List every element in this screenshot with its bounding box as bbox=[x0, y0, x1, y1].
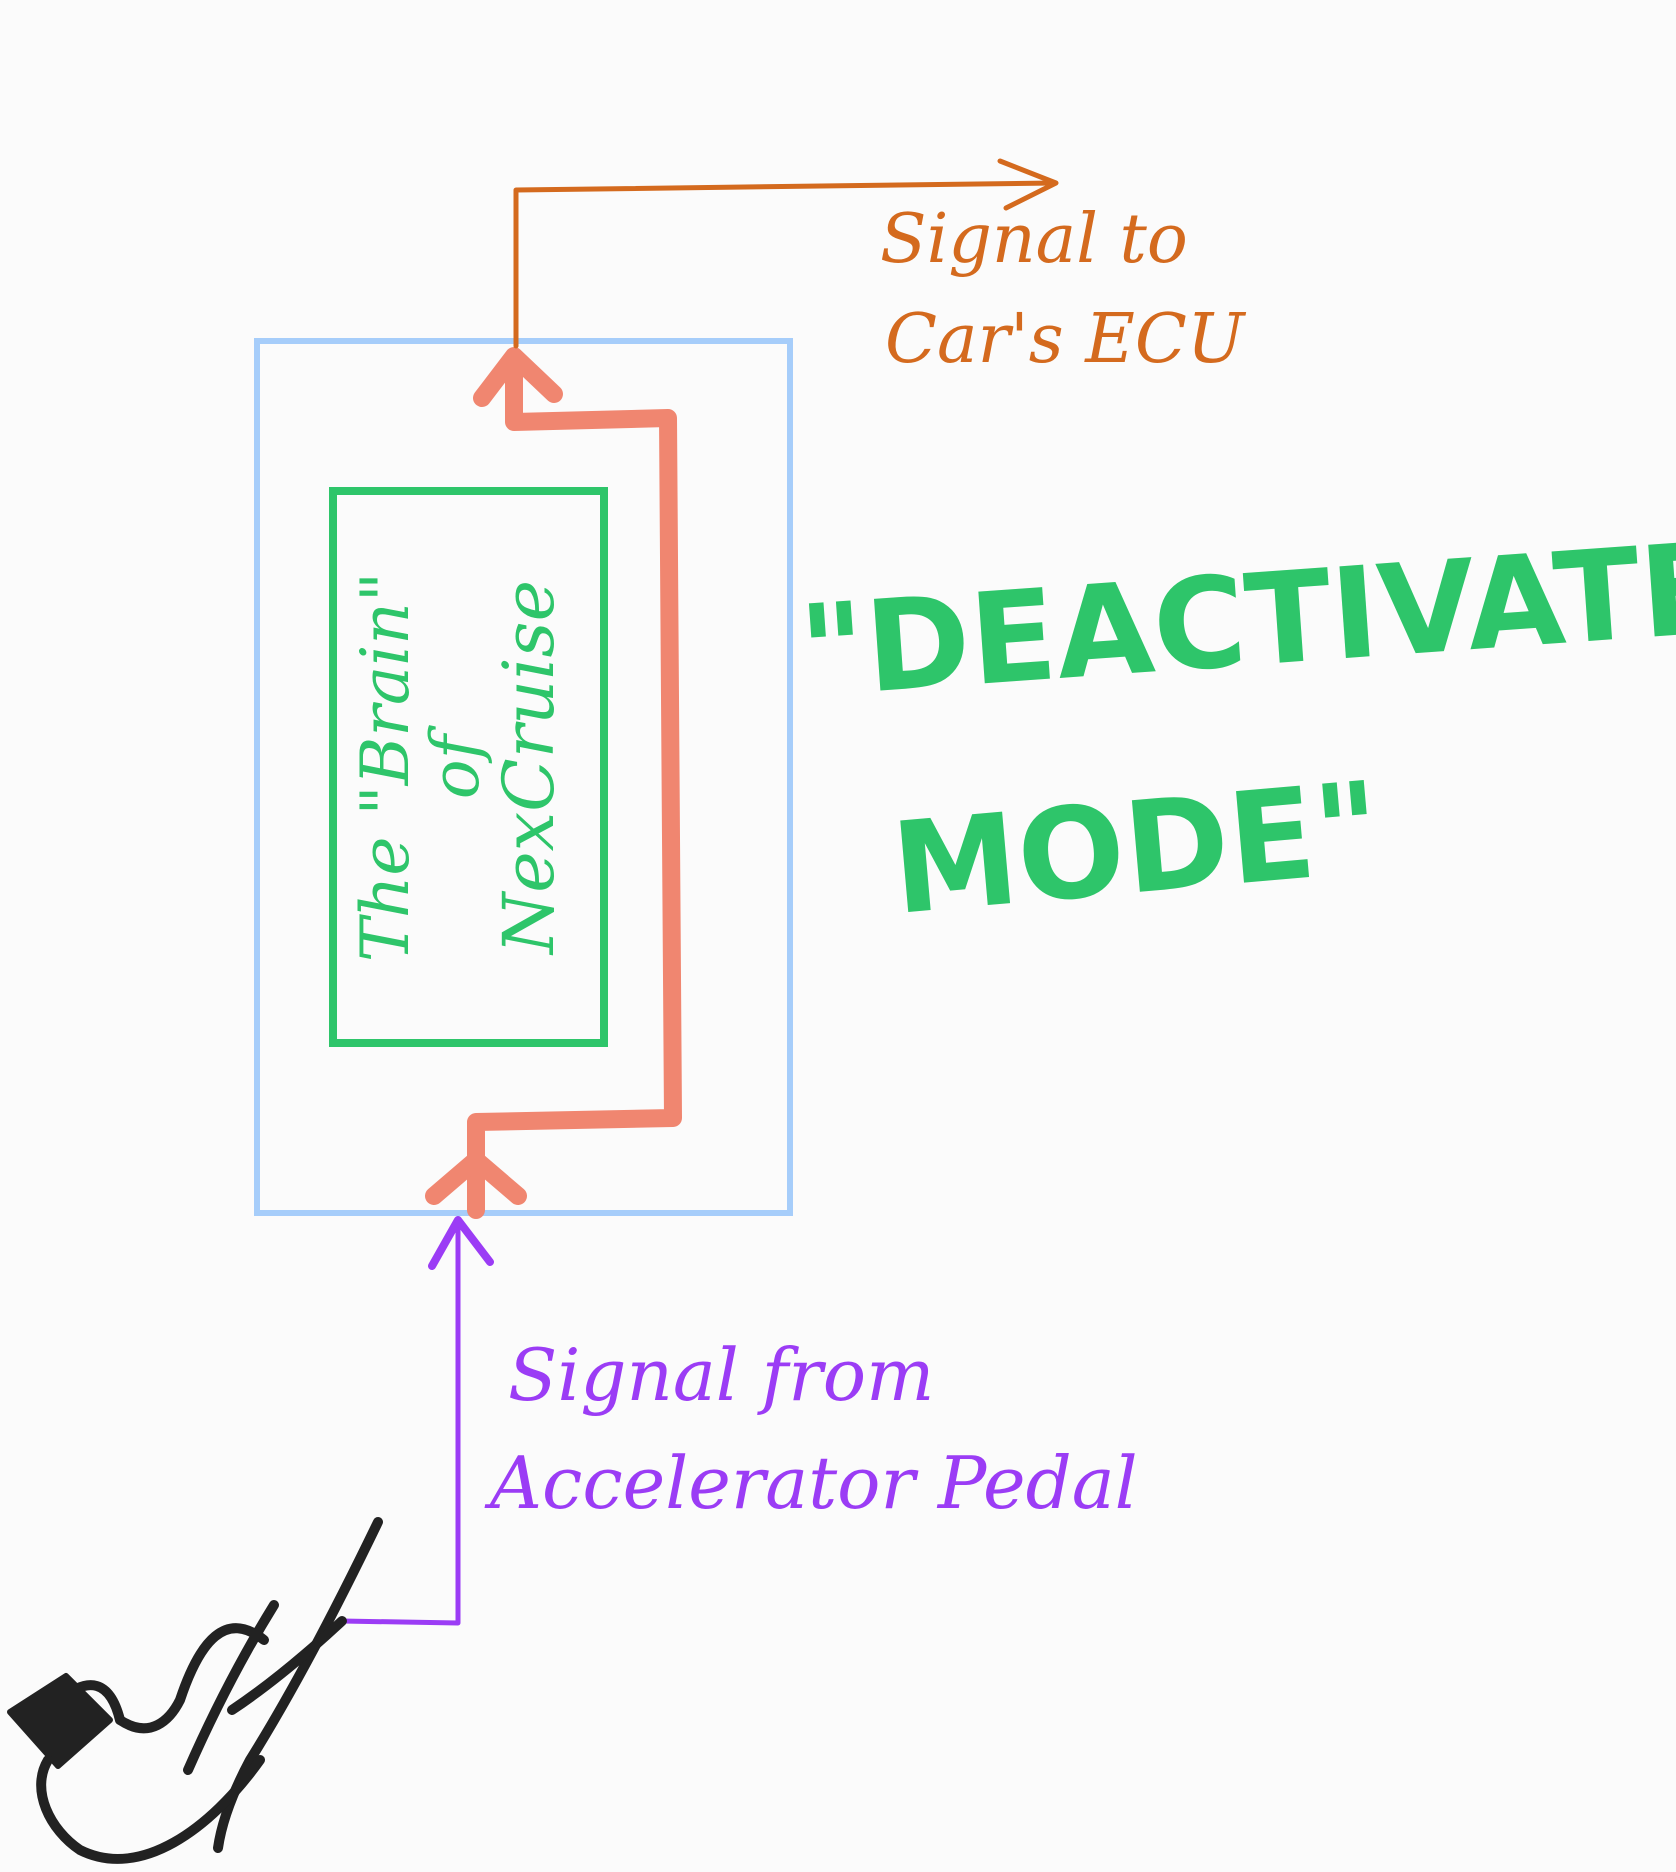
brain-line-1: The "Brain" bbox=[347, 572, 424, 962]
mode-label-line-2: MODE" bbox=[887, 754, 1387, 943]
ecu-signal-line bbox=[513, 180, 1058, 349]
brain-box bbox=[329, 487, 608, 1047]
outer-system-box bbox=[254, 338, 793, 1216]
brain-line-3: NexCruise bbox=[488, 580, 570, 956]
ecu-label-line-2: Car's ECU bbox=[885, 300, 1247, 379]
brain-text: The "Brain" of NexCruise bbox=[347, 572, 570, 962]
pedal-label-line-2: Accelerator Pedal bbox=[484, 1441, 1138, 1525]
pedal-label-line-1: Signal from bbox=[508, 1333, 934, 1417]
brain-line-2: of bbox=[417, 724, 494, 799]
ecu-label-line-1: Signal to bbox=[880, 200, 1188, 279]
bypass-signal-path bbox=[467, 361, 682, 1219]
pedal-arrowhead bbox=[428, 1216, 494, 1270]
mode-label-line-1: "DEACTIVATED bbox=[795, 507, 1676, 726]
bypass-arrowhead-bottom bbox=[425, 1151, 527, 1205]
ecu-arrowhead bbox=[997, 158, 1059, 211]
accelerator-pedal-icon bbox=[7, 1517, 383, 1864]
bypass-arrowhead-top bbox=[473, 347, 563, 407]
pedal-signal-line bbox=[339, 1219, 461, 1626]
